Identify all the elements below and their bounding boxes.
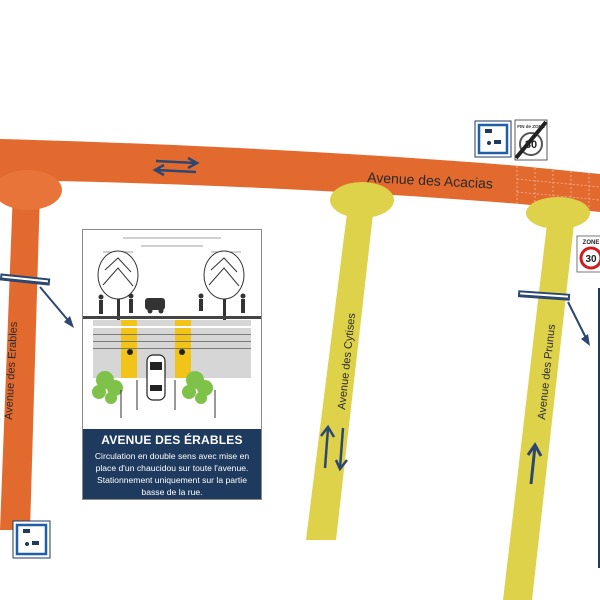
road-avenue-des-acacias[interactable] — [0, 139, 600, 212]
caption-body: Circulation en double sens avec mise en … — [94, 451, 250, 497]
road-avenue-des-cytises[interactable] — [306, 205, 374, 540]
roundabout-cytises — [330, 182, 394, 218]
greenery-left — [92, 371, 123, 404]
roundabout-erables — [0, 170, 62, 210]
zone-sign-text: ZONE — [583, 240, 600, 246]
one-way-arrow-prunus — [526, 442, 543, 485]
tree-left — [97, 250, 139, 322]
zone-grid — [516, 166, 600, 211]
pointer-prunus — [517, 290, 590, 346]
tree-right — [203, 250, 245, 322]
label-avenue-des-acacias: Avenue des Acacias — [367, 169, 494, 192]
meeting-zone-sign-bottom — [12, 520, 51, 559]
two-way-arrows-cytises — [320, 424, 348, 472]
zone-sign-speed: 30 — [585, 254, 597, 265]
caption-title: AVENUE DES ÉRABLES — [101, 433, 243, 447]
roundabout-prunus — [526, 197, 590, 229]
pointer-erables — [0, 273, 74, 328]
right-info-panel-edge — [598, 288, 600, 568]
end-zone-30-sign: FIN de ZONE 30 — [514, 119, 548, 161]
end-zone-text: FIN de ZONE — [517, 124, 545, 129]
greenery-right — [182, 371, 213, 404]
street-cross-section-illustration — [83, 237, 261, 418]
zone-30-sign: ZONE 30 — [576, 235, 600, 273]
street-profile-caption: AVENUE DES ÉRABLES Circulation en double… — [83, 429, 261, 499]
people-and-vehicles — [98, 293, 246, 314]
road-avenue-des-prunus[interactable] — [503, 215, 575, 600]
street-profile-card: AVENUE DES ÉRABLES Circulation en double… — [82, 229, 262, 500]
two-way-arrows-acacias — [152, 156, 200, 177]
label-avenue-des-erables: Avenue des Erables — [3, 321, 20, 420]
car-plan-view — [146, 354, 166, 401]
meeting-zone-sign-top — [474, 120, 512, 158]
